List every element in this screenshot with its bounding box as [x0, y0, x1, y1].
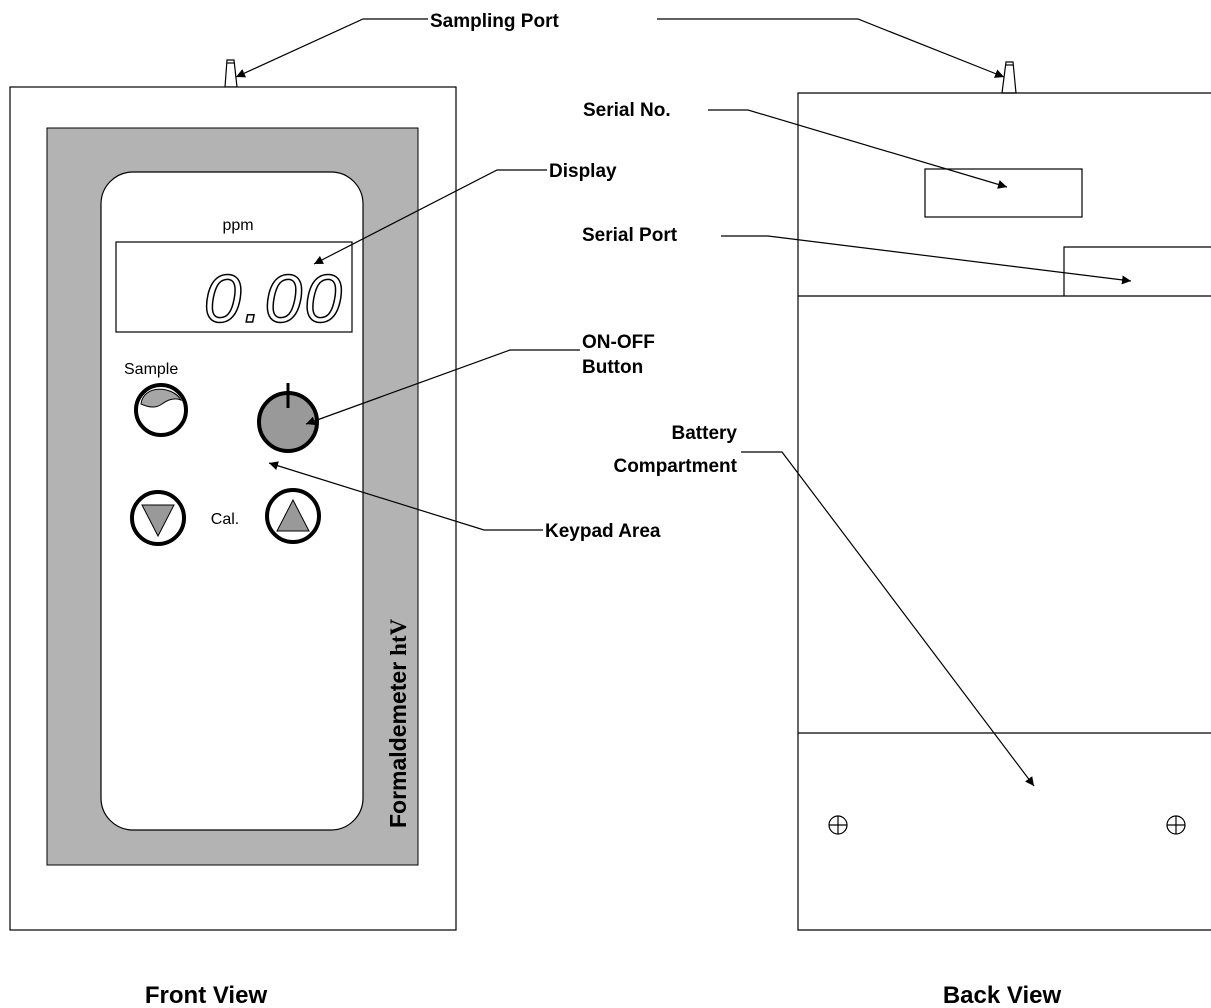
brand-text: FormaldemeterhtV [385, 618, 411, 828]
serial-number-plate [924, 168, 1083, 218]
callout-on-off-2: Button [582, 357, 643, 378]
on-off-button[interactable] [257, 383, 319, 453]
sample-label: Sample [124, 361, 178, 378]
cal-label: Cal. [211, 511, 239, 528]
back-view-caption: Back View [943, 982, 1062, 1008]
back-sampling-port [1001, 61, 1017, 94]
callout-battery: Battery [672, 423, 738, 444]
cal-up-button[interactable] [265, 488, 321, 544]
callout-sampling-port: Sampling Port [430, 11, 559, 32]
back-view: Back View [797, 61, 1211, 1008]
callout-battery-2: Compartment [613, 456, 737, 477]
callout-serial-no: Serial No. [583, 100, 671, 121]
callout-serial-port: Serial Port [582, 225, 678, 246]
screw-left-icon [828, 815, 848, 835]
cal-down-button[interactable] [130, 490, 186, 546]
callout-keypad-area: Keypad Area [545, 521, 661, 542]
sample-button[interactable] [134, 383, 188, 437]
front-view-caption: Front View [145, 982, 268, 1008]
front-view: ppm 0.00 Sample Cal. FormaldemeterhtV [9, 59, 457, 1008]
lcd-reading: 0.00 [204, 261, 344, 337]
callouts: Sampling Port Display ON-OFF Button Keyp… [235, 11, 1132, 787]
lcd-display [115, 241, 353, 333]
screw-right-icon [1166, 815, 1186, 835]
down-triangle-icon [141, 504, 175, 538]
sample-droplet-icon [140, 388, 183, 408]
callout-display: Display [549, 161, 617, 182]
callout-on-off: ON-OFF [582, 332, 655, 353]
unit-label: ppm [222, 217, 253, 234]
back-device-body [797, 92, 1211, 931]
serial-port [1063, 246, 1211, 296]
keypad-window [100, 171, 364, 831]
up-triangle-icon [276, 498, 310, 532]
front-sampling-port [224, 59, 238, 88]
